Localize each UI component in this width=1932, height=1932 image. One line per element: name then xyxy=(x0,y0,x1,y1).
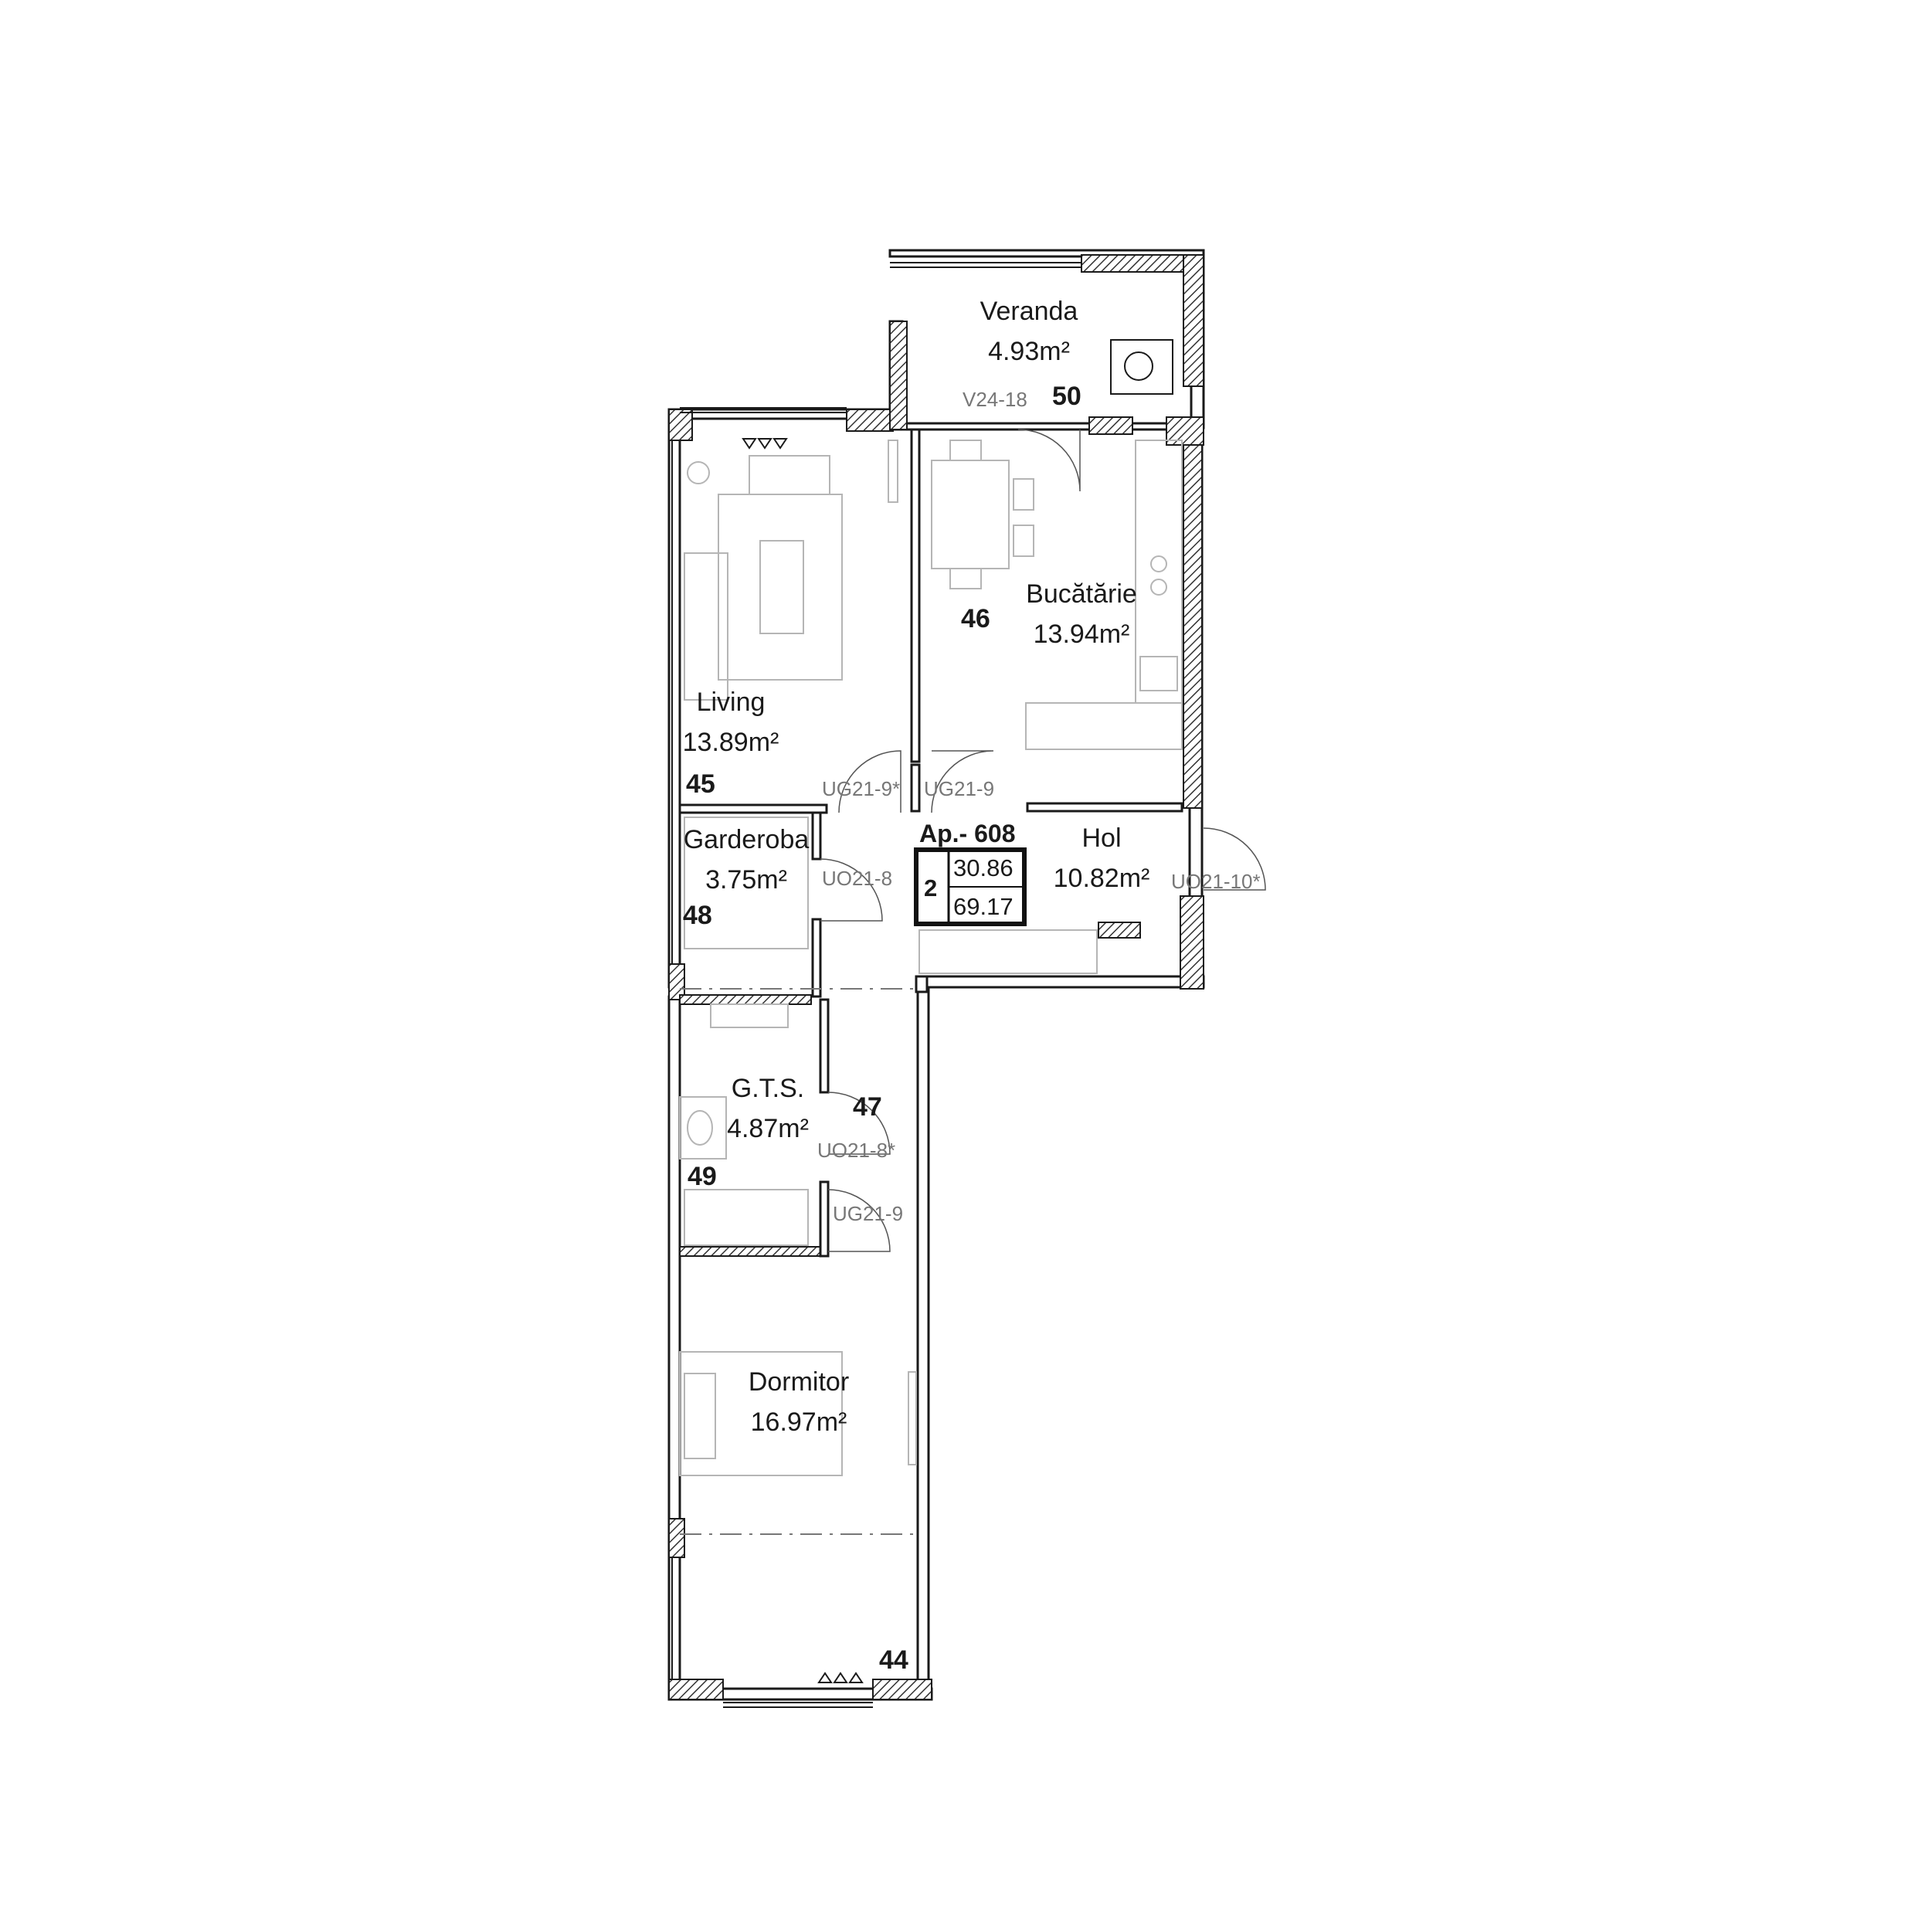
room-name-gts: G.T.S. xyxy=(732,1074,804,1103)
furniture xyxy=(679,339,1183,1476)
door-swings xyxy=(820,429,1266,1252)
total-area-value: 69.17 xyxy=(953,893,1014,920)
interior-walls xyxy=(678,428,1183,1258)
room-area-hol: 10.82m² xyxy=(1054,864,1150,893)
room-markers: 44 45 46 47 48 49 50 xyxy=(683,382,1081,1675)
marker-46: 46 xyxy=(961,604,990,633)
code-uo21-10: UO21-10* xyxy=(1171,870,1261,893)
room-area-living: 13.89m² xyxy=(683,728,779,757)
room-area-dormitor: 16.97m² xyxy=(751,1407,847,1437)
code-ug21-9-kitchen: UG21-9 xyxy=(924,777,994,800)
room-area-gts: 4.87m² xyxy=(727,1114,809,1143)
room-area-veranda: 4.93m² xyxy=(988,337,1070,366)
room-area-bucatarie: 13.94m² xyxy=(1034,620,1130,649)
windows xyxy=(671,262,1081,1708)
room-name-bucatarie: Bucătărie xyxy=(1026,579,1137,609)
vent-symbols xyxy=(742,438,864,1683)
structural-columns xyxy=(668,254,1204,1700)
code-ug21-9-living: UG21-9* xyxy=(822,777,900,800)
room-name-veranda: Veranda xyxy=(980,297,1078,326)
code-uo21-8-gts: UO21-8* xyxy=(817,1139,895,1162)
code-ug21-9-bath: UG21-9 xyxy=(833,1202,903,1225)
code-uo21-8: UO21-8 xyxy=(822,867,892,890)
room-name-hol: Hol xyxy=(1081,823,1121,853)
apartment-tag: Ap.- 608 2 30.86 69.17 xyxy=(914,820,1027,926)
room-name-living: Living xyxy=(697,688,766,717)
room-name-garderoba: Garderoba xyxy=(684,825,810,854)
room-name-dormitor: Dormitor xyxy=(749,1367,849,1397)
marker-48: 48 xyxy=(683,901,712,930)
room-labels: Veranda 4.93m² Bucătărie 13.94m² Living … xyxy=(683,297,1150,1437)
marker-44: 44 xyxy=(879,1645,908,1675)
room-area-garderoba: 3.75m² xyxy=(705,865,787,895)
opening-codes: V24-18 UG21-9* UG21-9 UO21-8 UO21-10* UO… xyxy=(817,388,1261,1225)
marker-50: 50 xyxy=(1052,382,1081,411)
code-v24-18: V24-18 xyxy=(963,388,1027,411)
rooms-count: 2 xyxy=(924,874,937,901)
marker-45: 45 xyxy=(686,769,715,799)
living-area-value: 30.86 xyxy=(953,854,1014,881)
marker-47: 47 xyxy=(853,1092,882,1122)
marker-49: 49 xyxy=(688,1162,717,1191)
apartment-label: Ap.- 608 xyxy=(919,820,1015,847)
